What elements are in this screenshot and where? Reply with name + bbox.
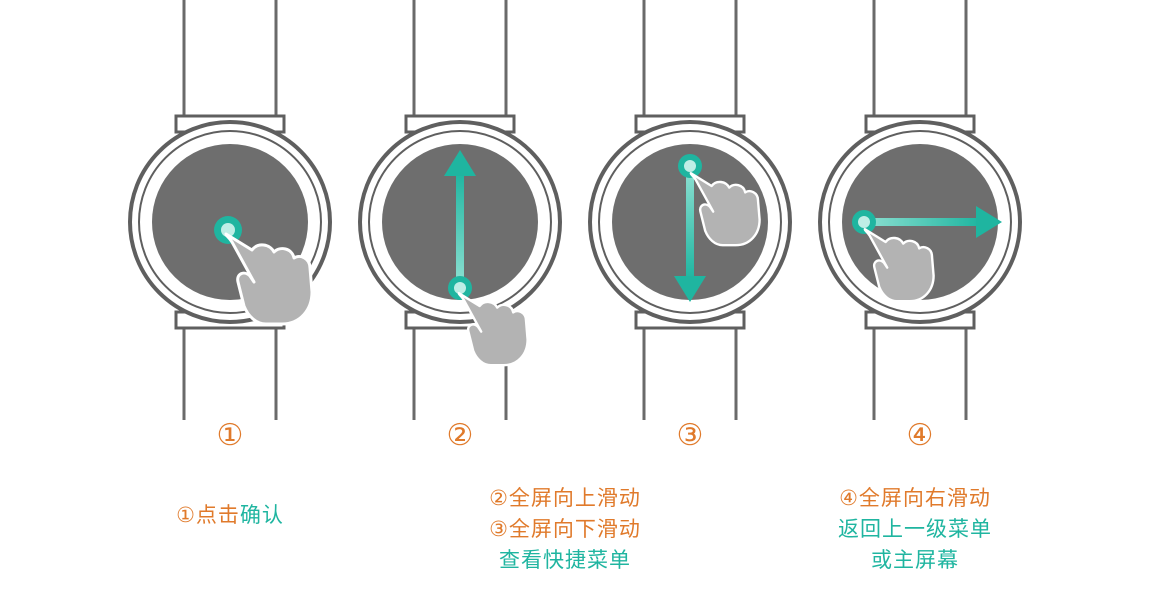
caption-swipe-right: ④全屏向右滑动 返回上一级菜单 或主屏幕: [800, 483, 1030, 576]
caption-tap-result: 确认: [239, 503, 284, 527]
panel-1-number: ①: [216, 418, 244, 453]
caption-tap-action: 点击: [195, 503, 240, 527]
swipe-right-arrow: [864, 218, 980, 226]
caption-swipe-up: ②全屏向上滑动: [489, 486, 641, 510]
caption-swipe-right-result-1: 返回上一级菜单: [838, 517, 992, 541]
caption-swipe-vertical-result: 查看快捷菜单: [499, 548, 631, 572]
panel-2-number: ②: [446, 418, 474, 453]
watch-2: [358, 0, 562, 420]
caption-swipe-right-action: ④全屏向右滑动: [839, 486, 991, 510]
caption-swipe-right-result-2: 或主屏幕: [871, 548, 959, 572]
watch-4: [818, 0, 1022, 420]
caption-swipe-vertical: ②全屏向上滑动 ③全屏向下滑动 查看快捷菜单: [450, 483, 680, 576]
watch-3: [588, 0, 792, 420]
caption-tap-marker: ①: [176, 503, 196, 527]
swipe-up-arrow: [456, 172, 464, 286]
panel-3-number: ③: [676, 418, 704, 453]
caption-swipe-down: ③全屏向下滑动: [489, 517, 641, 541]
swipe-down-arrow: [686, 168, 694, 280]
watch-1: [128, 0, 332, 420]
panel-4-number: ④: [906, 418, 934, 453]
caption-tap: ①点击确认: [130, 500, 330, 531]
